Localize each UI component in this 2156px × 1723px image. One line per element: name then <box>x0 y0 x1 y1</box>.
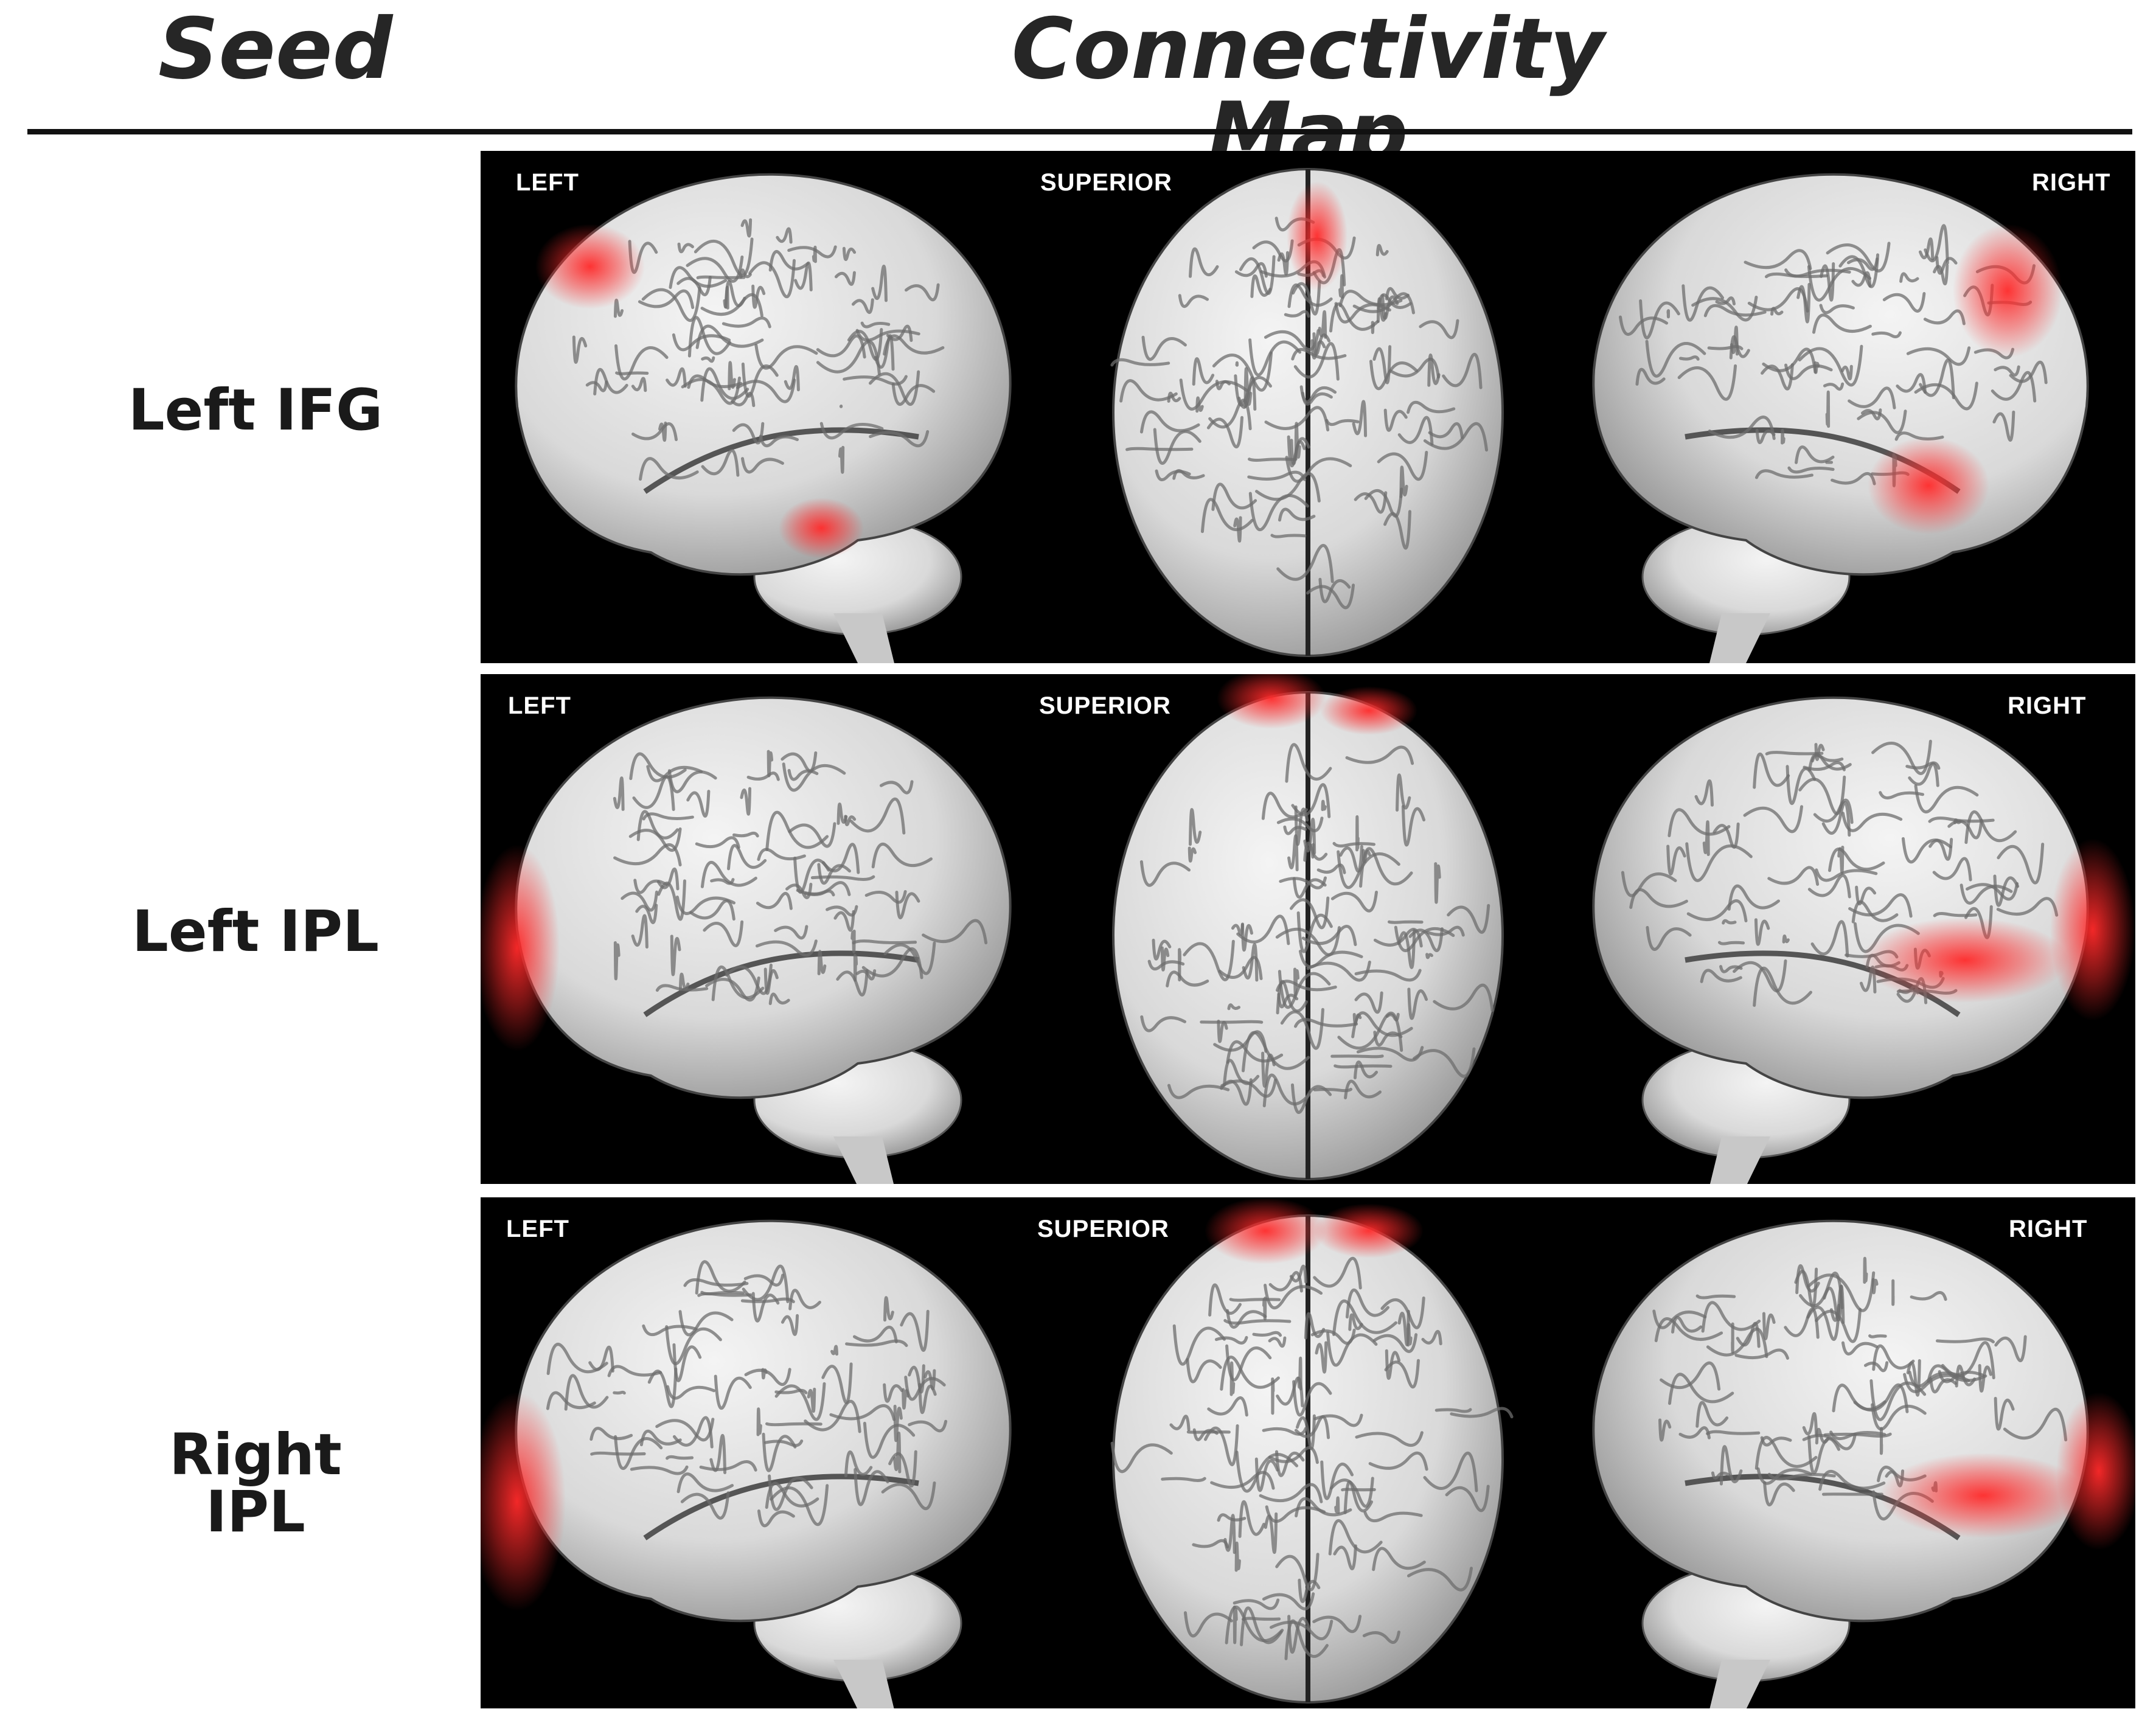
activation-cluster <box>1953 224 2062 358</box>
brain-panel-left-ifg: LEFT SUPERIOR RIGHT <box>481 151 2135 663</box>
activation-cluster <box>1217 674 1326 729</box>
activation-cluster <box>481 1392 566 1611</box>
header-divider <box>27 129 2132 134</box>
activation-cluster <box>1868 437 1989 534</box>
seed-header: Seed <box>158 0 393 98</box>
activation-cluster <box>779 498 864 559</box>
row-label-right-ipl: Right IPL <box>169 1422 342 1545</box>
activation-cluster <box>1205 1197 1326 1264</box>
activation-cluster <box>1880 1453 2087 1538</box>
activation-cluster <box>1320 686 1417 735</box>
brain-renderings <box>481 1197 2135 1708</box>
superior-brain <box>1110 168 1504 657</box>
row-label-left-ifg: Left IFG <box>128 377 383 444</box>
connectivity-map-header: Connectivity Map <box>1011 0 1605 182</box>
activation-cluster <box>2056 1392 2135 1550</box>
activation-cluster <box>1862 917 2068 1003</box>
superior-brain <box>1110 1214 1514 1704</box>
view-label-right: RIGHT <box>2008 692 2087 719</box>
brain-panel-left-ipl: LEFT SUPERIOR RIGHT <box>481 674 2135 1184</box>
row-label-left-ipl: Left IPL <box>132 899 379 965</box>
activation-cluster <box>1287 181 1348 291</box>
view-label-superior: SUPERIOR <box>1039 692 1171 719</box>
view-label-right: RIGHT <box>2009 1216 2088 1242</box>
activation-cluster <box>1314 1203 1424 1258</box>
view-label-superior: SUPERIOR <box>1040 169 1172 196</box>
view-label-right: RIGHT <box>2032 169 2111 196</box>
view-label-left: LEFT <box>506 1216 569 1242</box>
brain-renderings <box>481 674 2135 1184</box>
view-label-superior: SUPERIOR <box>1037 1216 1169 1242</box>
view-label-left: LEFT <box>508 692 571 719</box>
view-label-left: LEFT <box>516 169 579 196</box>
brain-renderings <box>515 168 2089 663</box>
superior-brain <box>1112 691 1504 1180</box>
activation-cluster <box>2050 838 2135 1021</box>
brain-panel-right-ipl: LEFT SUPERIOR RIGHT <box>481 1197 2135 1708</box>
left-lateral-brain <box>515 1219 1012 1708</box>
activation-cluster <box>481 844 560 1051</box>
left-lateral-brain <box>515 696 1012 1184</box>
activation-cluster <box>535 224 645 309</box>
